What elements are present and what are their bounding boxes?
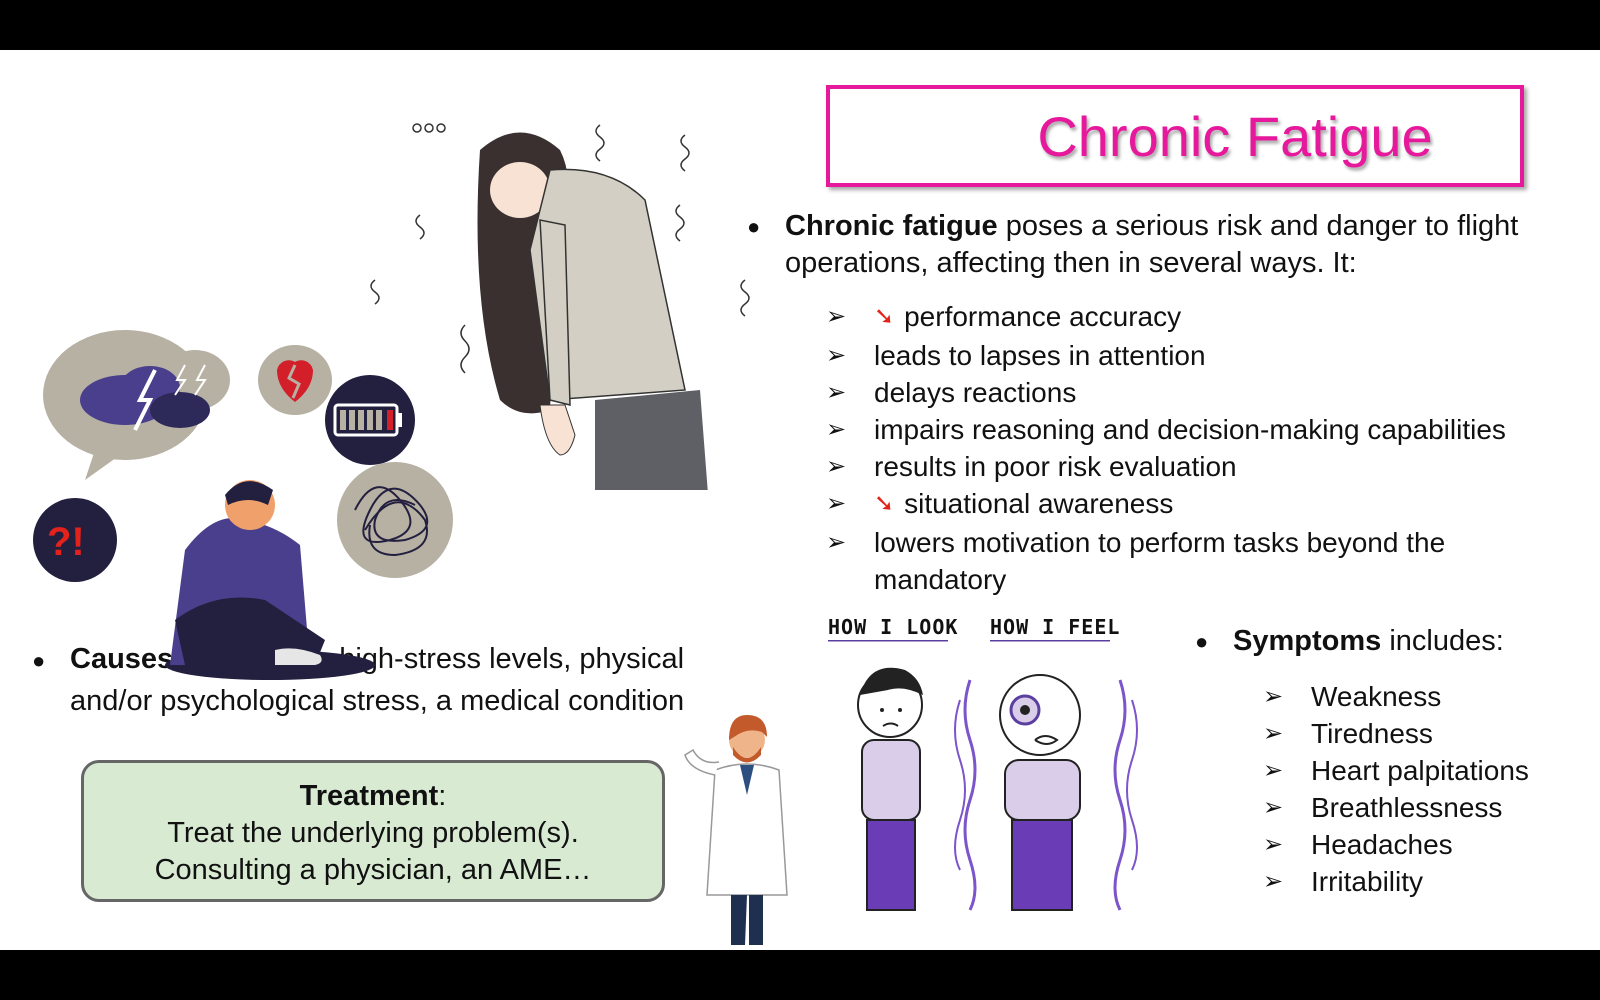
symptoms-list: ➢Weakness ➢Tiredness ➢Heart palpitations… [1263,678,1593,900]
treatment-box: Treatment: Treat the underlying problem(… [81,760,665,902]
arrowhead-icon: ➢ [1263,831,1284,858]
arrowhead-icon: ➢ [826,303,847,330]
arrowhead-icon: ➢ [826,379,847,406]
tired-woman-illustration [370,123,750,490]
intro-bullet: ● Chronic fatigue poses a serious risk a… [747,208,1592,282]
treatment-line1: Treat the underlying problem(s). [167,817,579,849]
bullet-icon: ● [1195,629,1209,654]
arrowhead-icon: ➢ [1263,683,1284,710]
intro-text: poses a serious risk and danger to fligh… [785,210,1519,279]
list-item: ➢Tiredness [1263,715,1593,752]
list-item: ➢ delays reactions [826,374,1596,411]
arrowhead-icon: ➢ [826,416,847,443]
list-item: ➢Weakness [1263,678,1593,715]
red-down-arrow-icon: ➘ [874,303,895,330]
list-item: ➢ ➘situational awareness [826,485,1596,524]
stress-bubble-text: ?! [47,520,85,564]
arrowhead-icon: ➢ [826,342,847,369]
arrowhead-icon: ➢ [1263,720,1284,747]
arrowhead-icon: ➢ [826,529,847,556]
bullet-icon: ● [32,648,46,673]
symptoms-label: Symptoms [1233,625,1382,657]
how-i-look-feel-illustration [828,640,1138,911]
symptoms-bullet: ● Symptoms includes: [1195,623,1595,660]
list-item: ➢ ➘performance accuracy [826,298,1596,337]
how-i-feel-caption: HOW I FEEL [990,615,1121,639]
list-item: ➢Heart palpitations [1263,752,1593,789]
treatment-line2: Consulting a physician, an AME… [154,854,592,886]
slide-title: Chronic Fatigue [1037,104,1433,168]
arrowhead-icon: ➢ [826,453,847,480]
how-i-look-caption: HOW I LOOK [828,615,959,639]
list-item: ➢Irritability [1263,863,1593,900]
list-item: ➢ leads to lapses in attention [826,337,1596,374]
arrowhead-icon: ➢ [1263,757,1284,784]
stressed-person-illustration: ?! [33,330,453,680]
doctor-illustration [684,715,788,945]
bullet-icon: ● [747,214,761,239]
slide: Chronic Fatigue ● Chronic fatigue poses … [0,50,1600,950]
list-item: ➢ results in poor risk evaluation [826,448,1596,485]
list-item: ➢Headaches [1263,826,1593,863]
arrowhead-icon: ➢ [826,490,847,517]
arrowhead-icon: ➢ [1263,794,1284,821]
arrowhead-icon: ➢ [1263,868,1284,895]
treatment-label: Treatment [299,780,439,812]
effects-list: ➢ ➘performance accuracy ➢ leads to lapse… [826,298,1596,598]
list-item: ➢ lowers motivation to perform tasks bey… [826,524,1514,598]
list-item: ➢ impairs reasoning and decision-making … [826,411,1596,448]
red-down-arrow-icon: ➘ [874,490,895,517]
title-box: Chronic Fatigue [826,85,1524,187]
intro-bold: Chronic fatigue [785,210,998,242]
list-item: ➢Breathlessness [1263,789,1593,826]
causes-label: Causes: [70,643,183,675]
